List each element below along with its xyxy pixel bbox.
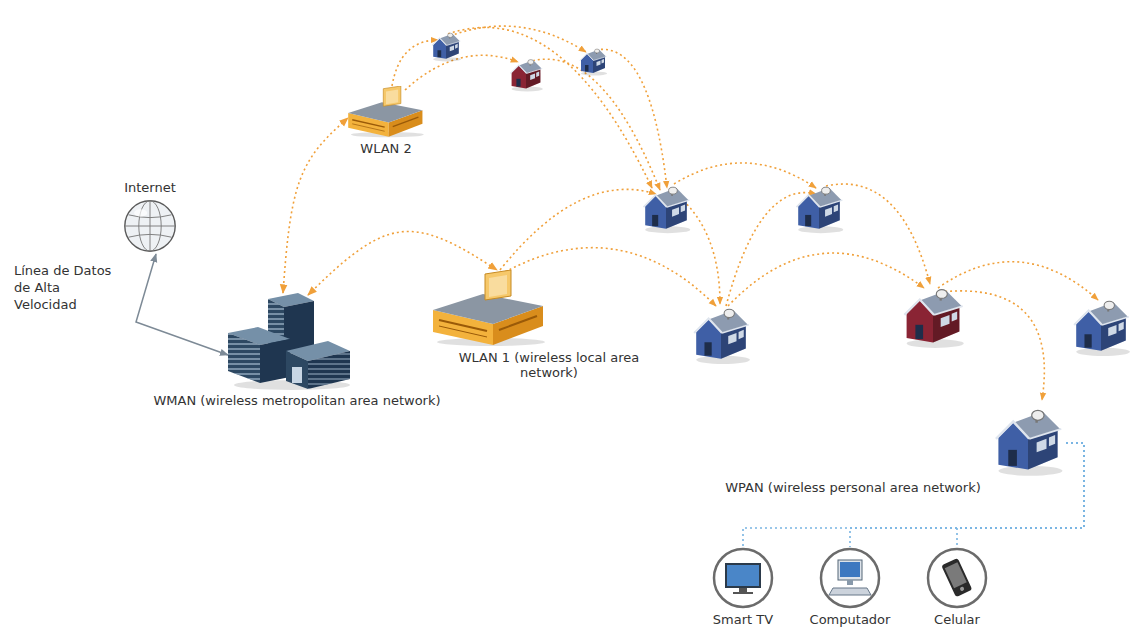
houses [432, 33, 1130, 364]
edge-label: Línea de Datos de Alta Velocidad [14, 262, 122, 313]
house [432, 33, 461, 61]
node-icon [819, 547, 881, 609]
mesh-link [728, 253, 924, 306]
node-icon [990, 403, 1066, 477]
house [694, 309, 750, 364]
node-icon [122, 198, 178, 254]
node-icon [228, 293, 350, 390]
node-icon [926, 547, 988, 609]
node-icon-shape [714, 549, 772, 607]
mesh-link [674, 163, 816, 188]
node-icon-shape [228, 293, 350, 390]
node-label: Celular [932, 612, 982, 627]
mesh-link [528, 59, 660, 190]
node-icon [348, 86, 424, 138]
mesh-link [826, 184, 930, 284]
node-icon-shape [433, 270, 545, 346]
house [904, 290, 963, 348]
mesh-link [938, 262, 1098, 300]
mesh-link [448, 27, 652, 188]
node-icon-shape [348, 86, 424, 137]
wman-building: WMAN (wireless metropolitan area network… [228, 293, 350, 390]
mesh-link [596, 49, 667, 188]
house [1074, 301, 1130, 356]
node-label: WPAN (wireless personal area network) [723, 480, 983, 495]
mesh-links [392, 26, 1098, 400]
mesh-link [450, 26, 586, 52]
house [643, 187, 690, 233]
internet-globe: Internet [122, 198, 178, 254]
wireless-link [308, 231, 497, 295]
mesh-link [505, 248, 716, 306]
node-icon [712, 547, 774, 609]
node-label: WLAN 2 [358, 141, 413, 156]
house [580, 49, 607, 76]
wlan-building: WLAN 1 (wireless local area network) [433, 270, 545, 347]
node-icon-shape [928, 549, 986, 607]
node-label: Smart TV [711, 612, 775, 627]
mesh-link [405, 55, 518, 90]
node-label: WLAN 1 (wireless local area network) [427, 350, 671, 380]
mesh-link [392, 40, 438, 86]
node-icon-shape [996, 410, 1063, 475]
node-icon-shape [125, 201, 175, 251]
node-icon [433, 270, 545, 347]
wlan-building: WLAN 2 [348, 86, 424, 138]
mesh-link [500, 189, 656, 270]
node-label: Internet [122, 180, 178, 195]
data-line [136, 254, 228, 355]
house [796, 187, 843, 233]
device-icon: Computador [819, 547, 881, 609]
device-icon: Celular [926, 547, 988, 609]
node-label: WMAN (wireless metropolitan area network… [151, 393, 442, 408]
house [510, 60, 542, 92]
device-icon: Smart TV [712, 547, 774, 609]
node-icon-shape [821, 549, 879, 607]
node-label: Computador [808, 612, 893, 627]
wpan-house: WPAN (wireless personal area network) [990, 403, 1066, 477]
